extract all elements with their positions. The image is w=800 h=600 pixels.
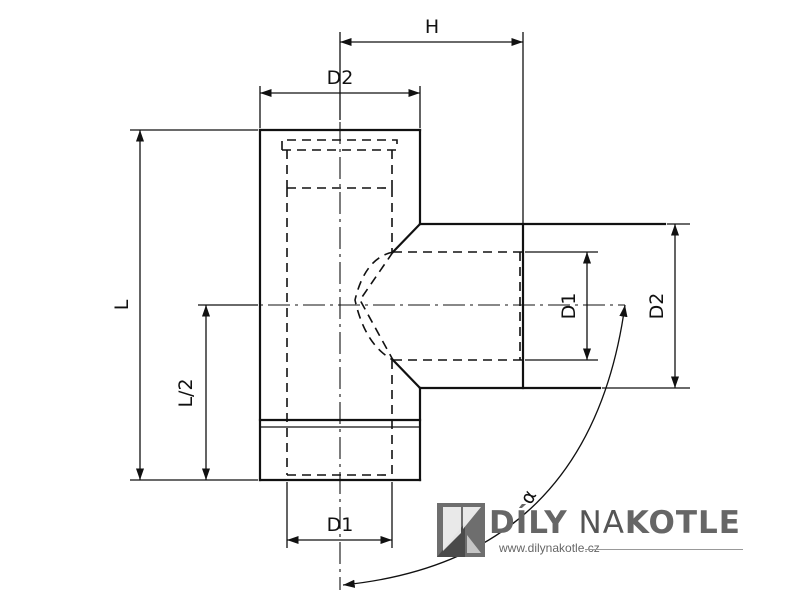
dim-label-d2-branch: D2 [646,293,668,320]
dily-na-kotle-logo: DÍLY NAKOTLE www.dilynakotle.cz [437,503,747,559]
dim-label-l: L [111,299,133,310]
logo-word-na: NA [578,505,625,541]
logo-url: www.dilynakotle.cz [499,541,600,555]
logo-wordmark: DÍLY NAKOTLE [489,505,741,541]
dim-label-d1-branch: D1 [558,293,580,320]
logo-underline [585,549,743,550]
dim-label-d2-top: D2 [327,67,354,89]
logo-word-kotle: KOTLE [624,505,741,541]
dim-label-d1-bottom: D1 [327,514,354,536]
upper-socket-hidden [281,139,398,189]
extension-lines [130,32,690,548]
branch-pipe [354,222,667,390]
logo-word-dily: DÍLY [489,505,568,541]
logo-k-icon [437,503,485,557]
dim-label-h: H [425,16,439,38]
dimension-lines [135,37,680,588]
dim-label-l-half: L/2 [175,378,197,407]
